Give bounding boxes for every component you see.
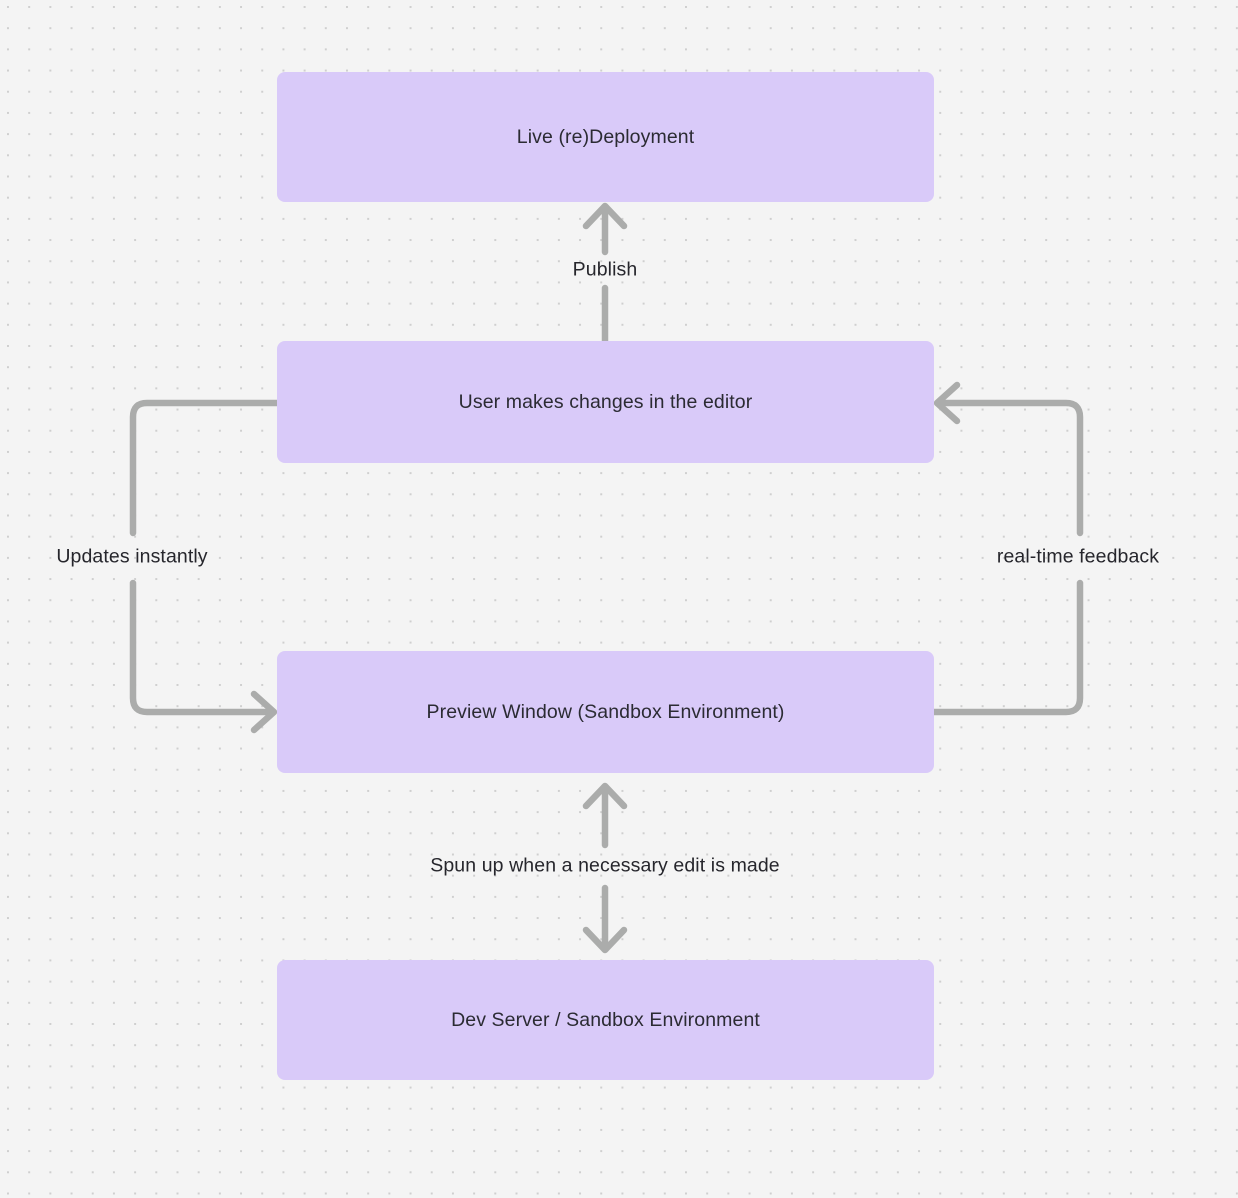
- node-label-dev-server: Dev Server / Sandbox Environment: [451, 1008, 760, 1031]
- node-label-user-editor: User makes changes in the editor: [458, 390, 753, 413]
- node-label-live-deployment: Live (re)Deployment: [516, 125, 695, 148]
- node-preview-window[interactable]: Preview Window (Sandbox Environment): [277, 651, 934, 773]
- edge-label-publish: Publish: [572, 258, 638, 281]
- edge-label-spun-up: Spun up when a necessary edit is made: [430, 854, 780, 877]
- node-live-deployment[interactable]: Live (re)Deployment: [277, 72, 934, 202]
- node-user-editor[interactable]: User makes changes in the editor: [277, 341, 934, 463]
- node-label-preview-window: Preview Window (Sandbox Environment): [426, 700, 785, 723]
- node-dev-server[interactable]: Dev Server / Sandbox Environment: [277, 960, 934, 1080]
- edge-label-real-time-feedback: real-time feedback: [996, 545, 1160, 568]
- edge-label-updates-instantly: Updates instantly: [56, 545, 208, 568]
